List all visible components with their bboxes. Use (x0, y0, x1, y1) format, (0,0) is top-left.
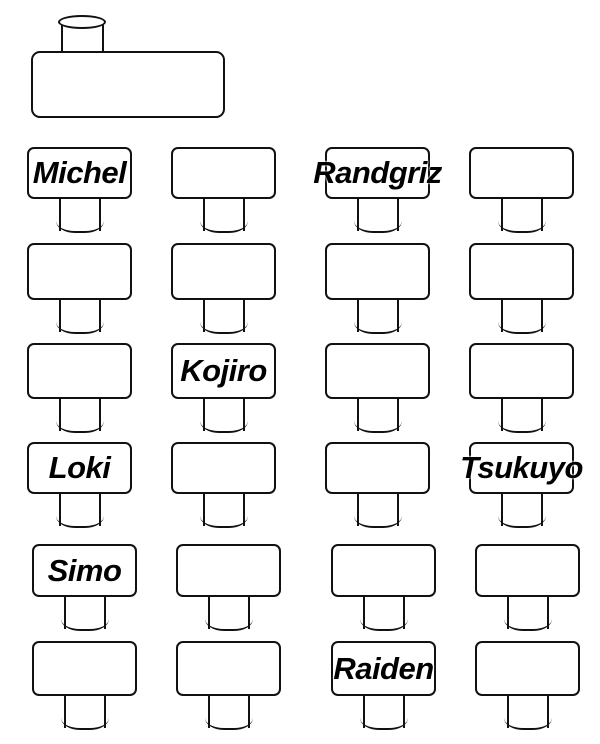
desk-box: Tsukuyo (460, 442, 583, 494)
chair-base (359, 619, 408, 631)
seat-name-label: Simo (47, 552, 122, 588)
desk-box: Randgriz (313, 147, 442, 199)
desk-box (325, 442, 430, 494)
chair-base (359, 718, 408, 730)
chair-base (497, 322, 546, 334)
desk-box (475, 544, 580, 597)
chair-base (199, 322, 248, 334)
desk-box: Kojiro (171, 343, 276, 399)
desk-box (171, 147, 276, 199)
seat-name-label: Randgriz (313, 155, 442, 190)
chair-base (199, 421, 248, 433)
desk-box: Simo (32, 544, 137, 597)
chair-base (497, 421, 546, 433)
head-seat-back-top (58, 15, 106, 29)
chair-base (353, 421, 402, 433)
chair-base (503, 619, 552, 631)
desk-box (331, 544, 436, 597)
desk-box (171, 442, 276, 494)
desk-box (176, 641, 281, 696)
chair-base (55, 516, 104, 528)
desk-box: Loki (27, 442, 132, 494)
chair-base (55, 322, 104, 334)
chair-base (353, 221, 402, 233)
chair-base (503, 718, 552, 730)
chair-base (60, 619, 109, 631)
desk-box: Michel (27, 147, 132, 199)
desk-box (475, 641, 580, 696)
chair-base (60, 718, 109, 730)
chair-base (353, 516, 402, 528)
chair-base (497, 516, 546, 528)
desk-box (27, 243, 132, 300)
desk-box (27, 343, 132, 399)
desk-box (176, 544, 281, 597)
desk-box (469, 243, 574, 300)
chair-base (497, 221, 546, 233)
desk-box (469, 147, 574, 199)
chair-base (353, 322, 402, 334)
desk-box (32, 641, 137, 696)
chair-base (55, 421, 104, 433)
desk-box (469, 343, 574, 399)
chair-base (199, 221, 248, 233)
head-table (31, 51, 225, 118)
chair-base (204, 619, 253, 631)
desk-box (325, 243, 430, 300)
seat-name-label: Loki (48, 450, 111, 485)
chair-base (199, 516, 248, 528)
seat-name-label: Tsukuyo (460, 450, 583, 485)
seat-name-label: Kojiro (180, 353, 267, 388)
head-seat-back (61, 20, 104, 52)
desk-box: Raiden (331, 641, 436, 696)
desk-box (325, 343, 430, 399)
chair-base (204, 718, 253, 730)
desk-box (171, 243, 276, 300)
seat-name-label: Raiden (333, 650, 434, 686)
seat-name-label: Michel (32, 155, 127, 190)
chair-base (55, 221, 104, 233)
